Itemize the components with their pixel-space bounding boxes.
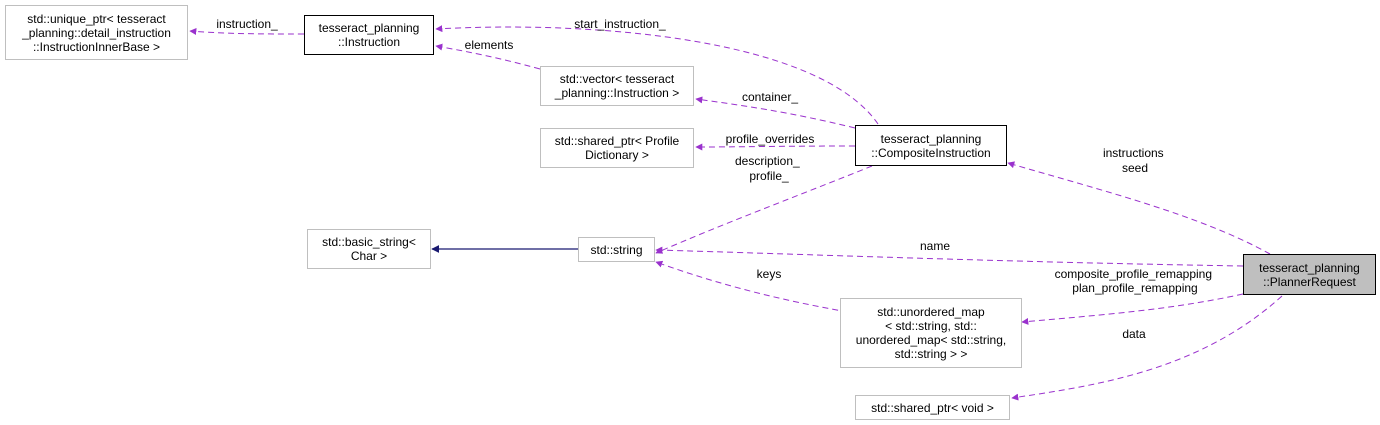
node-vector-line-2: _planning::Instruction > (554, 86, 680, 100)
node-string[interactable]: std::string (578, 237, 655, 262)
edge-composite-to-string (655, 165, 873, 254)
node-unique-ptr-line-2: _planning::detail_instruction (22, 25, 171, 40)
edge-planner-to-shared-ptr-void (1011, 295, 1283, 401)
node-instruction-line-2: ::Instruction (337, 35, 401, 49)
node-planner-request-line-2: ::PlannerRequest (1263, 274, 1356, 289)
node-vector-line-1: std::vector< tesseract (559, 72, 675, 86)
edge-composite-to-instruction-start (435, 25, 879, 125)
edge-label-instructions-seed: instructions seed (1103, 146, 1167, 175)
node-unique-ptr[interactable]: std::unique_ptr< tesseract _planning::de… (5, 5, 188, 60)
node-shared-ptr-void-line-1: std::shared_ptr< void > (871, 400, 994, 415)
node-unique-ptr-line-1: std::unique_ptr< tesseract (27, 11, 166, 26)
node-composite-line-2: ::CompositeInstruction (871, 145, 991, 160)
edge-label-remapping: composite_profile_remapping plan_profile… (1055, 267, 1216, 295)
node-vector[interactable]: std::vector< tesseract _planning::Instru… (540, 66, 694, 106)
edge-label-keys: keys (757, 267, 782, 281)
node-instruction[interactable]: tesseract_planning ::Instruction (304, 15, 434, 55)
edge-label-description-profile: description_ profile_ (735, 154, 803, 183)
edge-planner-to-composite (1007, 161, 1271, 255)
node-composite-instruction[interactable]: tesseract_planning ::CompositeInstructio… (855, 125, 1007, 166)
node-string-line-1: std::string (590, 242, 643, 257)
edge-planner-to-unordered-map (1021, 293, 1244, 325)
edge-label-start-instruction: start_instruction_ (574, 17, 666, 31)
node-shared-ptr-void[interactable]: std::shared_ptr< void > (855, 395, 1010, 420)
node-unordered-map-line-1: std::unordered_map (877, 305, 985, 319)
node-unordered-map-line-4: std::string > > (894, 347, 968, 361)
edge-label-profile-overrides: profile_overrides (726, 132, 815, 146)
node-unordered-map-line-3: unordered_map< std::string, (855, 333, 1007, 347)
edge-composite-to-vector (695, 96, 856, 129)
node-unique-ptr-line-3: ::InstructionInnerBase > (32, 39, 161, 54)
node-unordered-map[interactable]: std::unordered_map < std::string, std:: … (840, 298, 1022, 368)
node-basic-string[interactable]: std::basic_string< Char > (307, 229, 431, 269)
node-basic-string-line-1: std::basic_string< (322, 235, 416, 249)
edge-label-data: data (1122, 327, 1146, 341)
edge-label-container: container_ (742, 90, 798, 104)
node-planner-request: tesseract_planning ::PlannerRequest (1243, 254, 1376, 295)
edge-instruction-to-unique-ptr (189, 27, 305, 35)
edge-unordered-map-to-string (655, 260, 849, 313)
node-unordered-map-line-2: < std::string, std:: (885, 319, 977, 333)
node-shared-ptr-profile[interactable]: std::shared_ptr< Profile Dictionary > (540, 128, 694, 168)
edge-label-elements: elements (465, 38, 514, 52)
node-instruction-line-1: tesseract_planning (318, 21, 420, 35)
edge-label-instruction: instruction_ (216, 17, 278, 31)
edge-vector-to-instruction (435, 43, 541, 70)
edge-composite-to-shared-ptr-profile (695, 143, 856, 151)
node-shared-ptr-profile-line-2: Dictionary > (585, 148, 649, 162)
node-composite-line-1: tesseract_planning (880, 131, 982, 146)
edge-label-name: name (920, 239, 950, 253)
node-planner-request-line-1: tesseract_planning (1259, 260, 1360, 275)
node-shared-ptr-profile-line-1: std::shared_ptr< Profile (554, 134, 680, 148)
edge-planner-to-string (655, 246, 1244, 267)
node-basic-string-line-2: Char > (350, 249, 388, 263)
